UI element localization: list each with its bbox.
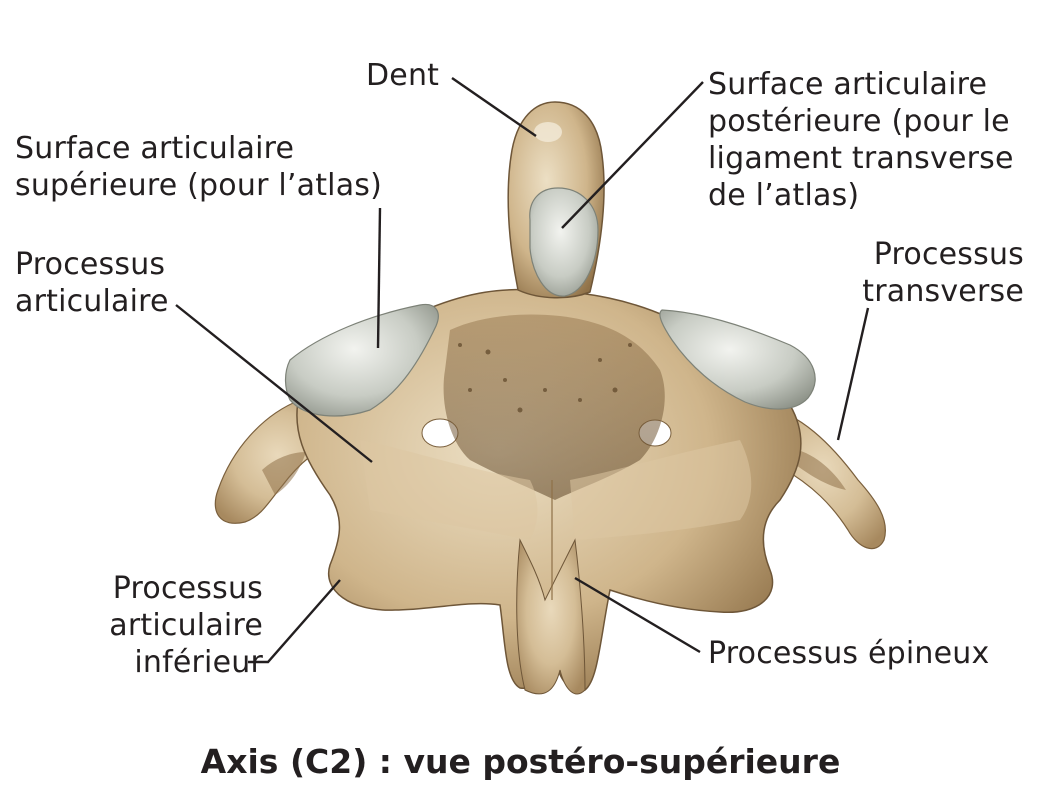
label-processus-articulaire: Processus articulaire [15, 247, 169, 319]
right-lamina [570, 440, 752, 540]
label-surface-articulaire-posterieure: Surface articulaire postérieure (pour le… [708, 67, 1014, 213]
figure-caption: Axis (C2) : vue postéro-supérieure [200, 742, 841, 781]
spinous-process [516, 538, 586, 695]
label-processus-epineux: Processus épineux [708, 636, 990, 671]
leader-surface-posterieure [561, 81, 704, 229]
label-processus-articulaire-inferieur: Processus articulaire inférieur [109, 571, 263, 680]
left-superior-articular-surface [284, 303, 439, 417]
leader-processus-articulaire [175, 304, 373, 463]
leader-processus-transverse [836, 307, 870, 441]
label-dent: Dent [366, 58, 440, 93]
posterior-articular-surface [529, 187, 599, 297]
label-surface-articulaire-superieure: Surface articulaire supérieure (pour l’a… [15, 131, 383, 203]
leader-lines [175, 77, 870, 664]
leader-processus-articulaire-inferieur [248, 579, 341, 664]
leader-surface-superieure [376, 207, 382, 349]
right-superior-articular-surface [659, 309, 816, 410]
left-lamina [360, 440, 538, 540]
bone-pores [458, 343, 632, 413]
label-processus-transverse: Processus transverse [862, 237, 1024, 309]
leader-processus-epineux [574, 576, 701, 654]
leader-dent [451, 77, 537, 137]
central-depression [443, 314, 665, 500]
